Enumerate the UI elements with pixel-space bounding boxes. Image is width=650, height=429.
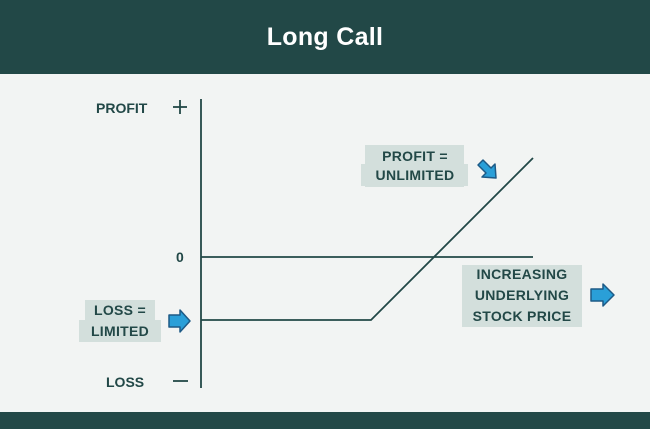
stock-callout-line3: STOCK PRICE: [473, 308, 572, 324]
profit-axis-label: PROFIT: [96, 100, 148, 116]
stock-callout: INCREASING UNDERLYING STOCK PRICE: [462, 265, 582, 327]
profit-callout-line1: PROFIT =: [382, 148, 448, 164]
footer-bar: [0, 412, 650, 429]
arrow-down-right-icon: [477, 159, 497, 179]
loss-callout: LOSS = LIMITED: [79, 300, 161, 342]
page-title: Long Call: [266, 22, 384, 51]
loss-callout-line2: LIMITED: [91, 323, 149, 339]
stock-callout-line1: INCREASING: [477, 266, 568, 282]
plus-icon: [173, 100, 187, 114]
title-banner: Long Call: [0, 0, 650, 74]
loss-callout-line1: LOSS =: [94, 302, 146, 318]
profit-callout-line2: UNLIMITED: [376, 167, 455, 183]
stock-callout-line2: UNDERLYING: [475, 287, 569, 303]
arrow-right-icon: [590, 283, 615, 307]
payoff-diagram: PROFIT 0 LOSS PROFIT = UNLIMITED LOSS = …: [79, 99, 615, 390]
arrow-right-icon: [168, 309, 191, 333]
zero-axis-label: 0: [176, 249, 184, 265]
payoff-line: [201, 157, 534, 321]
loss-axis-label: LOSS: [106, 374, 144, 390]
profit-callout: PROFIT = UNLIMITED: [361, 145, 468, 187]
